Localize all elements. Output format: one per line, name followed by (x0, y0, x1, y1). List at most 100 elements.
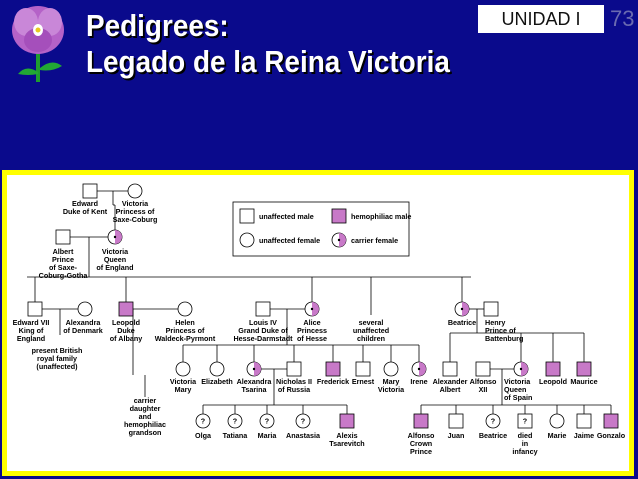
person-tatiana: ? (227, 413, 243, 429)
label-tatiana: Tatiana (223, 431, 249, 440)
person-alexis (339, 413, 355, 429)
label-leopold2: Leopold (539, 377, 567, 386)
person-edward_vii (27, 301, 43, 317)
legend: unaffected male hemophiliac male unaffecte… (232, 201, 411, 257)
label-elizabeth: Elizabeth (201, 377, 233, 386)
person-frederick (325, 361, 341, 377)
person-mary_victoria (383, 361, 399, 377)
slide-title-line1: Pedigrees: (86, 8, 229, 43)
label-beatrice2: Beatrice (479, 431, 507, 440)
person-victoria_mary (175, 361, 191, 377)
label-maurice: Maurice (570, 377, 597, 386)
person-louis_iv (255, 301, 271, 317)
person-alfonso_crown (413, 413, 429, 429)
person-ernest (355, 361, 371, 377)
pedigree-diagram: unaffected male hemophiliac male unaffecte… (7, 175, 629, 471)
person-marie (549, 413, 565, 429)
unknown-mark: ? (265, 417, 269, 426)
person-alice (304, 301, 320, 317)
unknown-mark: ? (301, 417, 305, 426)
person-edward_kent (82, 183, 98, 199)
label-marie: Marie (548, 431, 567, 440)
person-juan (448, 413, 464, 429)
person-nicholas_ii (286, 361, 302, 377)
person-leopold2 (545, 361, 561, 377)
person-alexandra_denmark (77, 301, 93, 317)
unknown-mark: ? (523, 417, 527, 426)
person-victoria_saxe (127, 183, 143, 199)
person-alexandra_tsarina (246, 361, 262, 377)
person-alexander_albert (442, 361, 458, 377)
unit-badge: UNIDAD I (478, 5, 604, 33)
legend-unaffected-female-symbol (239, 232, 255, 248)
legend-hemophiliac-male-symbol (331, 208, 347, 224)
pedigree-svg: unaffected male hemophiliac male unaffecte… (13, 183, 626, 456)
legend-carrier-female-symbol (331, 232, 347, 248)
person-irene (411, 361, 427, 377)
person-victoria_spain (513, 361, 529, 377)
page-number: 73 (610, 6, 635, 31)
label-anastasia: Anastasia (286, 431, 321, 440)
legend-carrier-female: carrier female (351, 236, 398, 245)
person-leopold (118, 301, 134, 317)
slide-title-line2: Legado de la Reina Victoria (86, 44, 450, 79)
label-maria: Maria (258, 431, 278, 440)
label-ernest: Ernest (352, 377, 375, 386)
person-anastasia: ? (295, 413, 311, 429)
label-irene: Irene (410, 377, 427, 386)
label-olga: Olga (195, 431, 212, 440)
label-juan: Juan (448, 431, 465, 440)
legend-unaffected-female: unaffected female (259, 236, 320, 245)
violet-flower-icon (12, 6, 64, 82)
person-henry (483, 301, 499, 317)
person-died_infancy: ? (517, 413, 533, 429)
person-olga: ? (195, 413, 211, 429)
person-helen (177, 301, 193, 317)
label-frederick: Frederick (317, 377, 349, 386)
legend-unaffected-male-symbol (239, 208, 255, 224)
person-maurice (576, 361, 592, 377)
person-victoria_queen (107, 229, 123, 245)
label-gonzalo: Gonzalo (597, 431, 626, 440)
unknown-mark: ? (201, 417, 205, 426)
legend-hemophiliac-male: hemophiliac male (351, 212, 411, 221)
person-elizabeth (209, 361, 225, 377)
unknown-mark: ? (491, 417, 495, 426)
person-alfonso_xii (475, 361, 491, 377)
person-albert (55, 229, 71, 245)
legend-unaffected-male: unaffected male (259, 212, 314, 221)
person-gonzalo (603, 413, 619, 429)
label-beatrice: Beatrice (448, 318, 476, 327)
unknown-mark: ? (233, 417, 237, 426)
person-beatrice2: ? (485, 413, 501, 429)
person-beatrice (454, 301, 470, 317)
person-jaime (576, 413, 592, 429)
person-maria: ? (259, 413, 275, 429)
label-jaime: Jaime (574, 431, 594, 440)
